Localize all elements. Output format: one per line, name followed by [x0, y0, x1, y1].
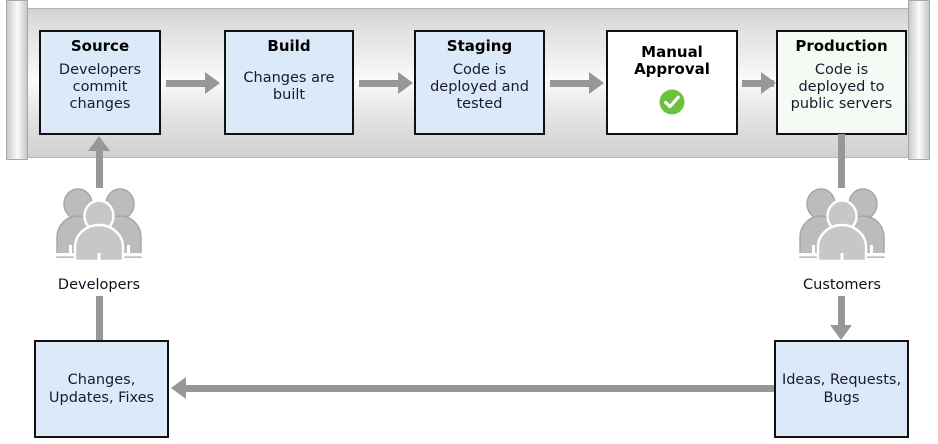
stage-manual-approval-title: Manual Approval [634, 43, 710, 79]
connector-staging-to-approval-arrowhead [589, 72, 604, 94]
connector-developers-to-source-arrowhead [88, 136, 110, 151]
stage-source[interactable]: Source Developers commit changes [39, 30, 161, 135]
connector-customers-to-ideas-line [838, 296, 845, 326]
connector-production-to-customers-line [838, 134, 845, 188]
feedback-box-changes-updates-fixes-label: Changes, Updates, Fixes [48, 371, 155, 406]
stage-production-description: Code is deployed to public servers [790, 61, 893, 112]
stage-build-description: Changes are built [243, 69, 335, 103]
check-circle-icon [659, 89, 685, 115]
pipeline-cap-right [908, 0, 930, 160]
stage-source-title: Source [70, 37, 130, 55]
people-group-icon-customers [796, 183, 888, 261]
stage-staging-title: Staging [446, 37, 513, 55]
stage-production[interactable]: Production Code is deployed to public se… [776, 30, 907, 135]
stage-source-description: Developers commit changes [58, 61, 142, 112]
pipeline-cap-left [6, 0, 28, 160]
connector-changes-to-developers-line [96, 296, 103, 342]
connector-staging-to-approval-line [550, 80, 592, 87]
stage-staging[interactable]: Staging Code is deployed and tested [414, 30, 545, 135]
stage-build-title: Build [267, 37, 311, 55]
connector-ideas-to-changes-line [186, 385, 774, 392]
stage-manual-approval[interactable]: Manual Approval [606, 30, 738, 135]
feedback-box-ideas-requests-bugs-label: Ideas, Requests, Bugs [781, 371, 902, 406]
actor-label-customers: Customers [803, 277, 881, 293]
feedback-box-ideas-requests-bugs[interactable]: Ideas, Requests, Bugs [774, 340, 909, 438]
connector-developers-to-source-line [96, 150, 103, 188]
stage-production-title: Production [795, 37, 888, 55]
connector-approval-to-production-arrowhead [761, 72, 776, 94]
people-group-icon-developers [53, 183, 145, 261]
feedback-box-changes-updates-fixes[interactable]: Changes, Updates, Fixes [34, 340, 169, 438]
connector-source-to-build-line [166, 80, 208, 87]
stage-build[interactable]: Build Changes are built [224, 30, 354, 135]
connector-source-to-build-arrowhead [205, 72, 220, 94]
stage-staging-description: Code is deployed and tested [430, 61, 529, 112]
actor-label-developers: Developers [57, 277, 141, 293]
connector-approval-to-production-line [742, 80, 774, 87]
connector-customers-to-ideas-arrowhead [830, 325, 852, 340]
connector-build-to-staging-arrowhead [398, 72, 413, 94]
connector-build-to-staging-line [359, 80, 401, 87]
connector-ideas-to-changes-arrowhead [171, 377, 186, 399]
